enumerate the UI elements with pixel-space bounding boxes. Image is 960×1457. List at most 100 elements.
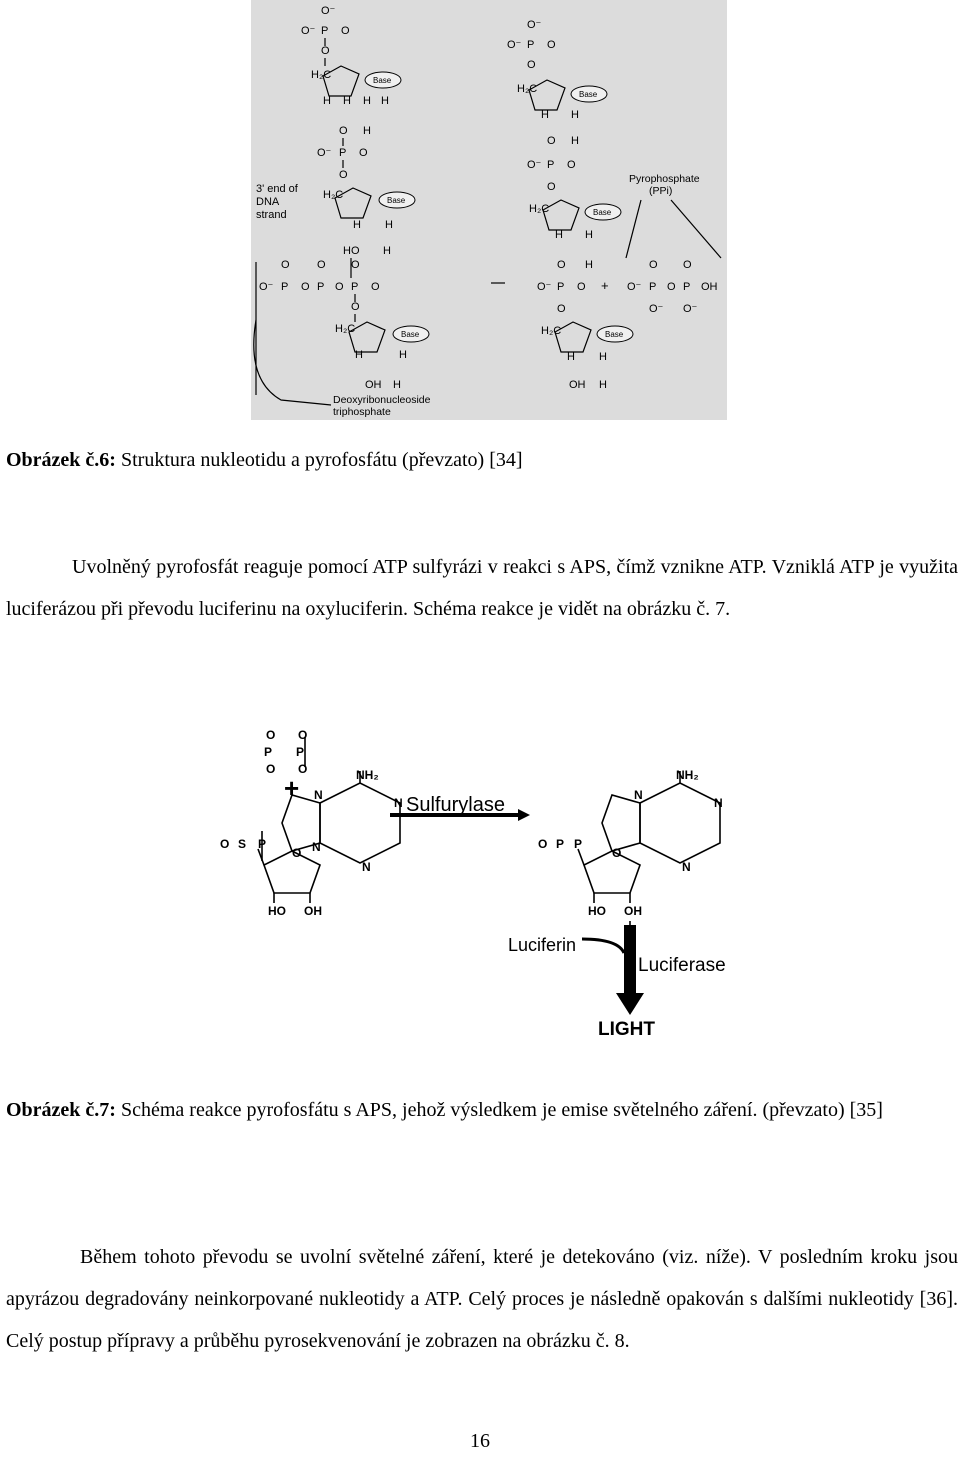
f6-atom: H	[399, 349, 407, 361]
f6-atom: O⁻	[649, 303, 664, 315]
f6-atom: OH	[701, 281, 718, 293]
page-number: 16	[470, 1430, 490, 1452]
figure-7-diagram: O O P P O O O S P NH₂ N N N N O HO OH O …	[220, 728, 726, 1040]
f6-sugar-ring	[334, 187, 372, 219]
f6-base-label: Base	[387, 196, 406, 205]
f6-atom: O	[567, 159, 576, 171]
f6-base-label: Base	[593, 208, 612, 217]
f7-luciferin-curve	[581, 937, 626, 954]
f7-atom: N	[314, 788, 323, 802]
f6-atom: H	[599, 351, 607, 363]
f7-atom: N	[682, 860, 691, 874]
f7-atom: O	[266, 728, 275, 742]
f7-atom: NH₂	[676, 768, 699, 782]
f6-atom: O⁻	[321, 5, 336, 17]
f6-base-oval	[378, 191, 416, 209]
f7-atom: O	[220, 837, 229, 851]
f6-atom: P	[683, 281, 690, 293]
f6-atom: O⁻	[259, 281, 274, 293]
f6-plus: +	[601, 278, 609, 293]
f7-atom: P	[556, 837, 564, 851]
f6-base-oval	[392, 325, 430, 343]
f6-atom: O	[649, 259, 658, 271]
f6-atom: O	[321, 45, 330, 57]
f7-adenine-ring	[601, 794, 641, 852]
f6-atom: H	[323, 95, 331, 107]
f6-atom: H	[571, 109, 579, 121]
f6-atom: O	[317, 259, 326, 271]
f6-atom: H	[541, 109, 549, 121]
f6-atom: P	[557, 281, 564, 293]
f6-atom: P	[317, 281, 324, 293]
f6-sugar-ring	[348, 321, 386, 353]
f6-atom: H	[355, 349, 363, 361]
figure-6-caption: Obrázek č.6: Struktura nukleotidu a pyro…	[6, 446, 523, 475]
f6-base-label: Base	[579, 90, 598, 99]
f7-label-light: LIGHT	[598, 1019, 655, 1040]
f6-atom: O	[557, 259, 566, 271]
figure-6-diagram: O⁻ P O O⁻ O H₂C H H H H O H O⁻ P O O H₂C…	[253, 5, 722, 418]
f7-adenine-ring	[319, 782, 401, 864]
f6-atom: O	[547, 181, 556, 193]
f6-label-3end: 3' end of	[256, 183, 299, 195]
f6-label-3end: DNA	[256, 196, 280, 208]
paragraph-1: Uvolněný pyrofosfát reaguje pomocí ATP s…	[6, 546, 958, 630]
f6-atom: H	[343, 95, 351, 107]
f6-atom: O	[351, 301, 360, 313]
f6-atom: H₂C	[323, 189, 343, 201]
f7-atom: P	[296, 745, 304, 759]
f6-atom: O	[683, 259, 692, 271]
f7-atom: N	[634, 788, 643, 802]
f7-atom: P	[258, 837, 266, 851]
f6-atom: H	[393, 379, 401, 391]
f6-atom: P	[649, 281, 656, 293]
f6-atom: P	[321, 25, 328, 37]
f6-atom: H	[585, 259, 593, 271]
f7-ribose-ring	[583, 850, 641, 894]
f6-atom: P	[339, 147, 346, 159]
f6-base-label: Base	[373, 76, 392, 85]
f6-atom: H	[383, 245, 391, 257]
f6-atom: O	[339, 169, 348, 181]
f6-base-label: Base	[401, 330, 420, 339]
f6-atom: H₂C	[541, 325, 561, 337]
paragraph-text: Uvolněný pyrofosfát reaguje pomocí ATP s…	[6, 556, 958, 620]
f7-atom: O	[298, 728, 307, 742]
f7-atom: N	[394, 796, 403, 810]
f7-atom: N	[714, 796, 723, 810]
caption-label: Obrázek č.7:	[6, 1099, 116, 1121]
f6-atom: O	[341, 25, 350, 37]
f6-atom: O	[547, 39, 556, 51]
f7-adenine-ring	[281, 794, 321, 852]
f6-atom: O	[527, 59, 536, 71]
f7-atom: S	[238, 837, 246, 851]
f6-atom: H₂C	[335, 323, 355, 335]
f7-atom: O	[292, 846, 301, 860]
f6-atom: O	[359, 147, 368, 159]
f6-atom: O⁻	[527, 159, 542, 171]
f6-atom: H	[555, 229, 563, 241]
f6-base-oval	[364, 71, 402, 89]
f6-atom: O	[301, 281, 310, 293]
f7-atom: NH₂	[356, 768, 379, 782]
f6-atom: O⁻	[627, 281, 642, 293]
f7-plus: +	[284, 773, 299, 803]
f6-atom: H	[599, 379, 607, 391]
f6-atom: P	[547, 159, 554, 171]
paragraph-2: Během tohoto převodu se uvolní světelné …	[6, 1236, 958, 1362]
f6-sugar-ring	[528, 79, 566, 111]
f7-atom: O	[612, 846, 621, 860]
f6-atom: O⁻	[301, 25, 316, 37]
f6-atom: O	[547, 135, 556, 147]
f6-sugar-ring	[554, 321, 592, 353]
f6-base-oval	[570, 85, 608, 103]
f6-atom: H	[585, 229, 593, 241]
f7-atom: O	[298, 762, 307, 776]
f6-label-3end: strand	[256, 209, 287, 221]
f6-atom: O	[351, 259, 360, 271]
f7-atom: O	[266, 762, 275, 776]
figure-6-nucleotide-structure: O⁻ P O O⁻ O H₂C H H H H O H O⁻ P O O H₂C…	[251, 0, 727, 420]
f6-atom: H₂C	[517, 83, 537, 95]
f6-atom: P	[281, 281, 288, 293]
